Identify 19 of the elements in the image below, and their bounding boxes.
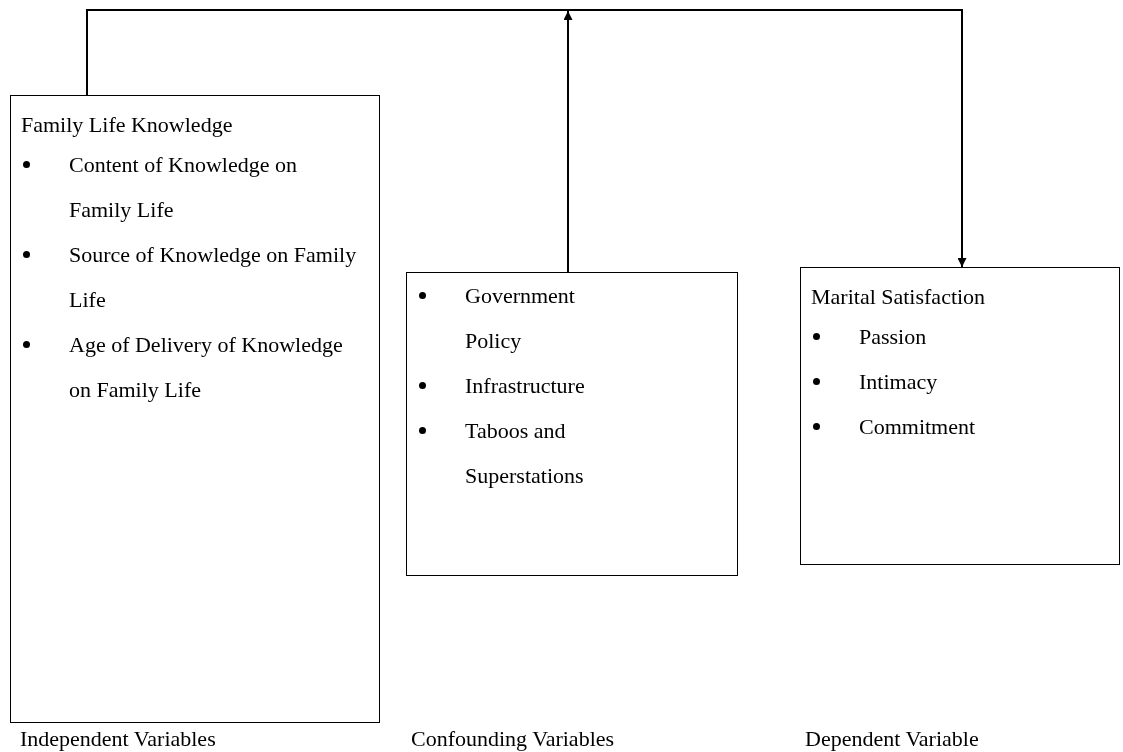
bullet-item: Age of Delivery of Knowledge on Family Life [69,332,343,402]
variable-box [10,95,380,723]
bullet-item: Commitment [859,414,976,439]
bullet-item: Passion [859,324,927,349]
bullet-item: Content of Knowledge on Family Life [69,152,297,222]
bullet-item: Government Policy [465,283,575,353]
group-caption: Independent Variables [20,727,216,751]
arrow [563,10,573,273]
variable-box [406,272,738,576]
bullet-item: Infrastructure [465,373,585,398]
bullet-item: Taboos and Superstations [465,418,584,488]
bullet-item: Intimacy [859,369,938,394]
bullet-item: Source of Knowledge on Family Life [69,242,357,312]
group-caption: Confounding Variables [411,727,615,751]
group-caption: Dependent Variable [805,727,979,751]
box-heading: Family Life Knowledge [21,111,233,139]
arrow [86,9,967,268]
variable-box [800,267,1120,565]
box-heading: Marital Satisfaction [811,283,986,311]
